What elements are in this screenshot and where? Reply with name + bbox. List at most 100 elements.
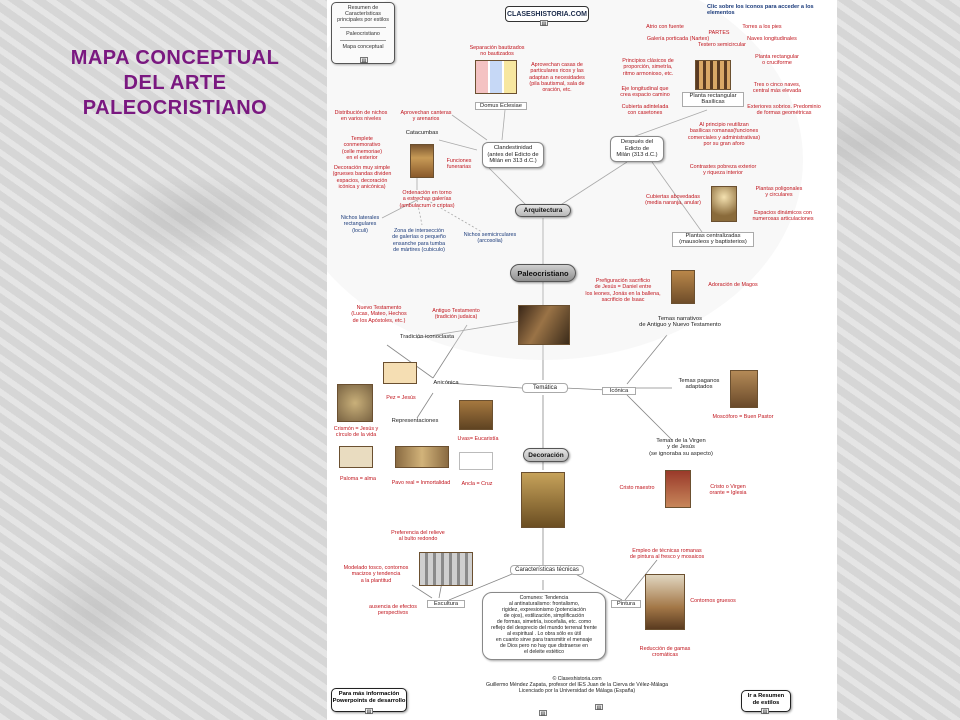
label-reduccion: Reducción de gamas cromáticas (639, 646, 691, 659)
floorplan-image[interactable] (475, 60, 517, 94)
label-exteriores: Exteriores sobrios. Predominio de formas… (747, 104, 821, 117)
label-plantas-polig: Plantas poligonales y circulares (755, 186, 803, 199)
label-funciones: Funciones funerarias (446, 158, 472, 171)
document-icon[interactable]: ▤ (365, 708, 373, 715)
label-cristo-virgen: Cristo o Virgen orante = Iglesia (709, 484, 747, 497)
label-galeria: Galería porticada (Nartex) (646, 36, 710, 42)
christ-teacher-image[interactable] (665, 470, 691, 508)
node-caracteristicas[interactable]: Características técnicas (510, 565, 584, 576)
catacomb-fresco-image[interactable] (410, 144, 434, 178)
anchor-symbols-image[interactable] (459, 452, 493, 470)
node-escultura: Escultura (427, 600, 465, 609)
label-nuevo-test: Nuevo Testamento (Lucas, Mateo, Hechos d… (351, 305, 407, 324)
summary-panel[interactable]: Resumen de Características principales p… (331, 2, 395, 64)
node-catacumbas: Catacumbas (405, 130, 439, 136)
node-iconica: Icónica (602, 387, 636, 396)
basilica-interior-image[interactable] (695, 60, 731, 90)
label-atrio: Atrio con fuente (646, 24, 684, 30)
label-ausencia: ausencia de efectos perspectivos (369, 604, 417, 617)
label-ordenacion: Ordenación en torno a estrechas galerías… (399, 190, 455, 209)
label-antiguo-test: Antiguo Testamento (tradición judaica) (432, 308, 480, 321)
node-temas-pag: Temas paganos adaptados (678, 378, 720, 391)
label-aprovechan-canteras: Aprovechan canteras y arenarios (400, 110, 452, 123)
node-tematica[interactable]: Temática (522, 383, 568, 394)
summary-item-paleocristiano[interactable]: Paleocristiano (346, 30, 380, 37)
node-despues-edicto: Después del Edicto de Milán (313 d.C.) (610, 136, 664, 162)
label-espacios-din: Espacios dinámicos con numerosas articul… (752, 210, 814, 223)
document-icon[interactable]: ▤ (761, 708, 769, 715)
node-planta-rect: Planta rectangular Basílicas (682, 92, 744, 107)
label-naves: Naves longitudinales (747, 36, 797, 42)
label-al-principio: Al principio reutilizan basílicas romana… (687, 122, 761, 147)
label-nichos-semi: Nichos semicirculares (arcosolia) (463, 232, 517, 245)
node-aniconica: Anicónica (433, 380, 459, 386)
document-icon[interactable]: ▤ (360, 57, 368, 64)
label-prefiguracion: Prefiguración sacrificio de Jesús = Dani… (585, 278, 661, 303)
node-temas-virgen: Temas de la Virgen y de Jesús (se ignora… (649, 438, 713, 457)
label-nichos-lat: Nichos laterales rectangulares (loculi) (340, 215, 380, 234)
peacock-relief-image[interactable] (395, 446, 449, 468)
node-domus: Domus Eclesiae (475, 102, 527, 111)
mausoleum-interior-image[interactable] (711, 186, 737, 222)
chrismon-image[interactable] (337, 384, 373, 422)
label-planta-rect-cruc: Planta rectangular o cruciforme (755, 54, 799, 67)
click-hint: Clic sobre los iconos para acceder a los… (707, 4, 814, 16)
adoration-magi-image[interactable] (671, 270, 695, 304)
node-arquitectura[interactable]: Arquitectura (515, 204, 571, 217)
label-preferencia: Preferencia del relieve al bulto redondo (391, 530, 445, 543)
good-shepherd-image[interactable] (730, 370, 758, 408)
label-partes: PARTES (708, 30, 730, 36)
node-comunes: Comunes: Tendencia al antinaturalismo: f… (482, 592, 606, 660)
label-distribucion: Distribución de nichos en varios niveles (334, 110, 388, 123)
label-testero: Testero semicircular (698, 42, 746, 48)
back-to-summary-button[interactable]: Ir a Resumen de estilos (741, 690, 791, 712)
page-title: MAPA CONCEPTUAL DEL ARTE PALEOCRISTIANO (70, 47, 280, 119)
credits: © Claseshistoria.com Guillermo Méndez Za… (486, 676, 668, 694)
node-temas-narr: Temas narrativos de Antiguo y Nuevo Test… (639, 316, 721, 329)
document-icon[interactable]: ▤ (539, 710, 547, 717)
label-tres-cinco: Tres o cinco naves, central más elevada (752, 82, 802, 95)
mosaic-apse-image[interactable] (645, 574, 685, 630)
node-clandestinidad: Clandestinidad (antes del Edicto de Milá… (482, 142, 544, 168)
node-representaciones: Representaciones (391, 418, 439, 424)
label-cubiertas-abov: Cubiertas abovedadas (media naranja, anu… (645, 194, 701, 207)
node-tradicion: Tradición iconoclasta (399, 334, 455, 340)
label-pavo: Pavo real = Inmortalidad (391, 480, 451, 486)
label-cubierta-adint: Cubierta adintelada con casetones (621, 104, 669, 117)
more-info-button[interactable]: Para más información Powerpoints de desa… (331, 688, 407, 712)
label-ancla: Ancla = Cruz (461, 481, 493, 487)
document-icon[interactable]: ▤ (540, 20, 548, 27)
node-decoracion[interactable]: Decoración (523, 448, 569, 462)
label-paloma: Paloma = alma (339, 476, 377, 482)
summary-title: Resumen de Características principales p… (337, 5, 389, 24)
label-modelado: Modelado tosco, contornos macizos y tend… (343, 565, 409, 584)
label-zona-inter: Zona de intersección de galerías o peque… (392, 228, 446, 253)
label-aprovechan-casas: Aprovechan casas de particulares ricos y… (529, 62, 585, 94)
fish-symbol-image[interactable] (383, 362, 417, 384)
label-crismon: Crismón = Jesús y círculo de la vida (333, 426, 379, 439)
label-moscoforo: Moscóforo = Buen Pastor (712, 414, 774, 420)
label-principios: Principios clásicos de proporción, simet… (622, 58, 674, 77)
concept-map-sheet: Resumen de Características principales p… (327, 0, 837, 720)
label-pez: Pez = Jesús (386, 395, 416, 401)
label-templete: Templete conmemorativo (celle memoriae) … (341, 136, 383, 161)
grapes-relief-image[interactable] (459, 400, 493, 430)
summary-item-mapa[interactable]: Mapa conceptual (342, 43, 384, 50)
catacomb-gallery-image[interactable] (518, 305, 570, 345)
label-uvas: Uvas= Eucaristía (457, 436, 499, 442)
label-contrastes: Contrastes pobreza exterior y riqueza in… (689, 164, 757, 177)
label-torres: Torres a los pies (742, 24, 782, 30)
decoration-relief-image[interactable] (521, 472, 565, 528)
dove-image[interactable] (339, 446, 373, 468)
connector-lines (327, 0, 803, 601)
label-adoracion: Adoración de Magos (708, 282, 758, 288)
label-eje: Eje longitudinal que crea espacio camino (620, 86, 670, 99)
sarcophagus-image[interactable] (419, 552, 473, 586)
node-planta-centr: Plantas centralizadas (mausoleos y bapti… (672, 232, 754, 247)
label-separacion: Separación bautizados no bautizados (469, 45, 525, 58)
node-paleocristiano[interactable]: Paleocristiano (510, 264, 576, 282)
document-icon[interactable]: ▤ (595, 704, 603, 711)
label-empleo: Empleo de técnicas romanas de pintura al… (629, 548, 705, 561)
label-cristo-maestro: Cristo maestro (619, 485, 655, 491)
node-pintura: Pintura (611, 600, 641, 609)
